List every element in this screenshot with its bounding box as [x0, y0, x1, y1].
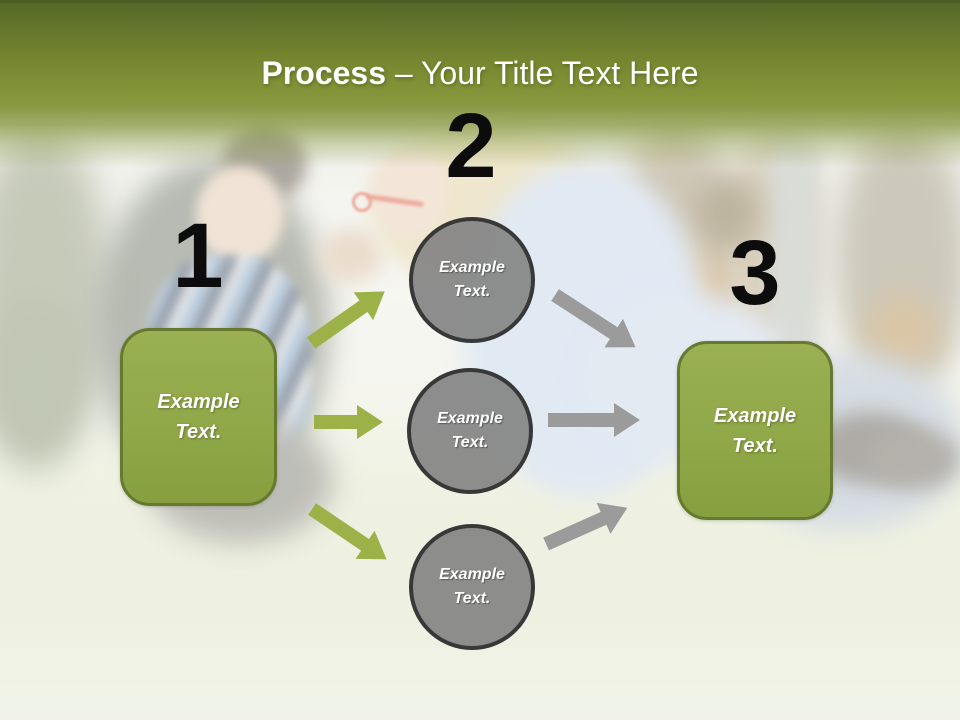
- slide-title-dash: –: [394, 55, 413, 91]
- header-top-edge: [0, 0, 960, 3]
- slide-title-regular: Your Title Text Here: [421, 55, 699, 91]
- background-foliage-blob: [695, 175, 760, 250]
- slide-title: Process – Your Title Text Here: [0, 54, 960, 92]
- gray-arrow-right-icon: [548, 403, 640, 437]
- gray-arrow-down-right-icon: [551, 289, 636, 348]
- step-number-3: 3: [729, 222, 780, 324]
- slide-title-bold: Process: [261, 55, 387, 91]
- background-man-hand-blob: [318, 228, 383, 283]
- background-trees-blob: [0, 300, 90, 470]
- header-band: [0, 0, 960, 168]
- background-shoe-blob: [868, 428, 960, 490]
- green-arrow-right-icon: [314, 405, 383, 439]
- background-child-head-blob: [196, 166, 284, 264]
- step-number-2: 2: [445, 95, 496, 197]
- background-bubble-wand-ring-blob: [352, 192, 372, 212]
- green-arrow-down-right-icon: [308, 503, 387, 560]
- gray-arrow-up-right-icon: [543, 502, 628, 551]
- step-number-1: 1: [172, 205, 223, 307]
- green-arrow-up-right-icon: [306, 291, 385, 349]
